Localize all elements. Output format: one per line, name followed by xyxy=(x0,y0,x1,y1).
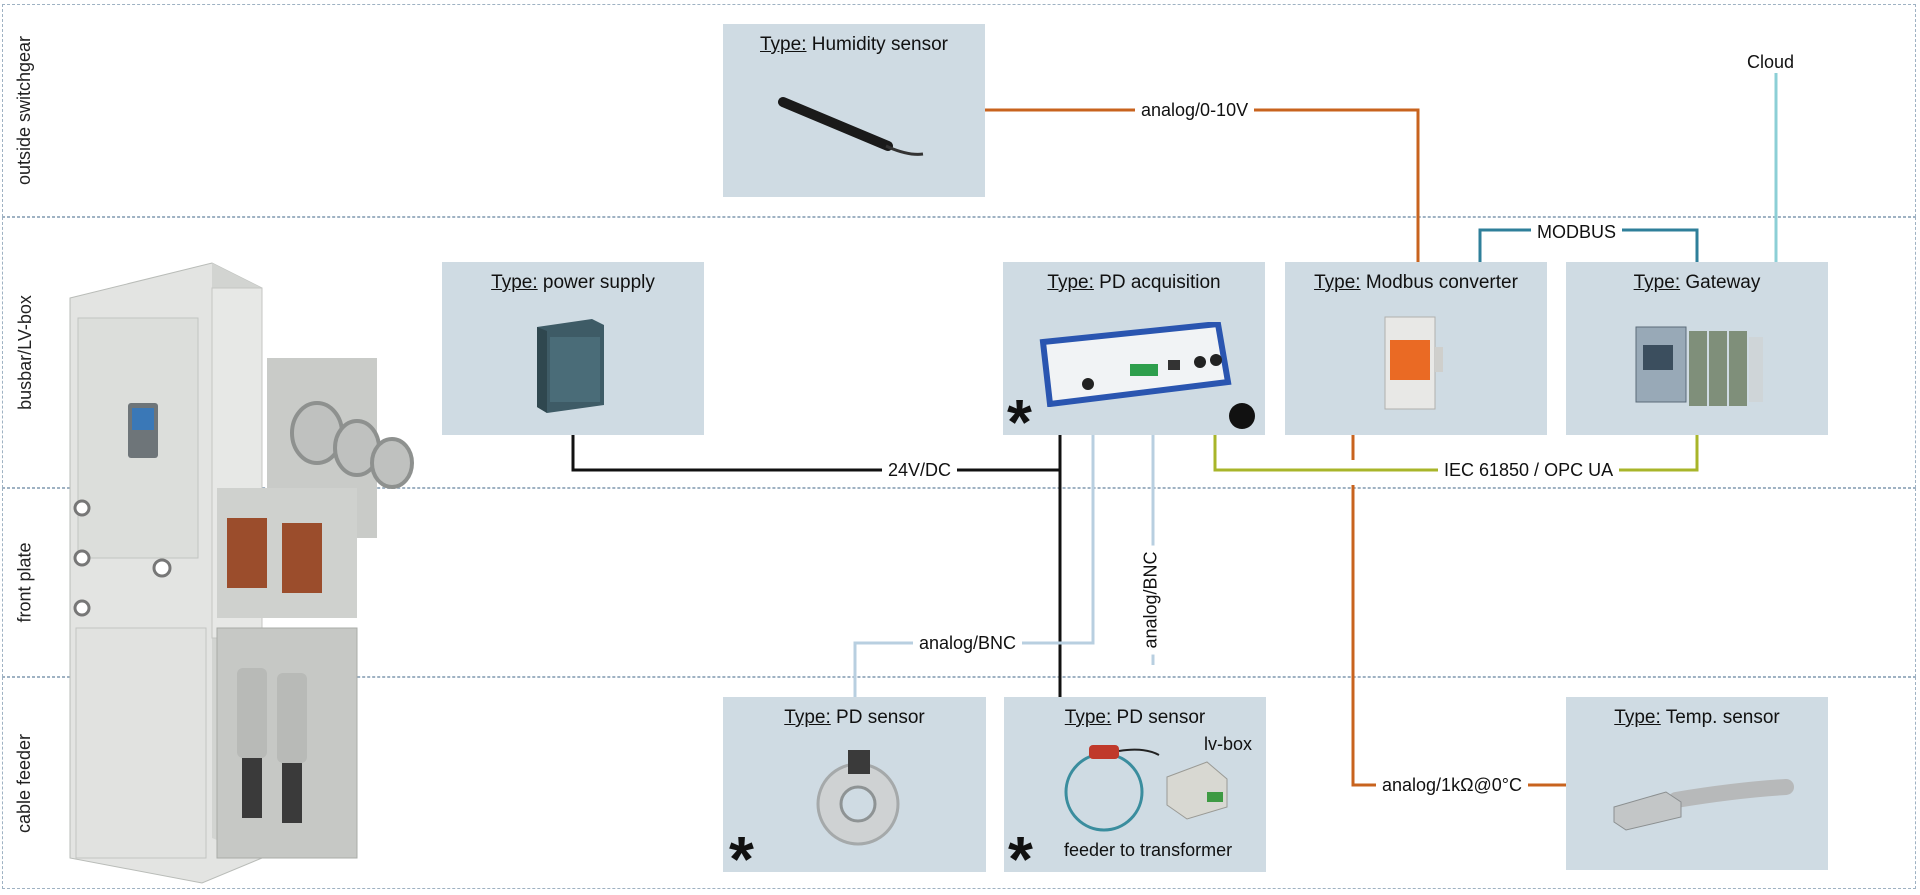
wire-24vdc xyxy=(571,435,1060,472)
label-analog-1k: analog/1kΩ@0°C xyxy=(1376,774,1529,796)
pd-sensor-coil-icon xyxy=(1064,745,1160,832)
star-marker: * xyxy=(1007,386,1032,458)
modbus-converter-icon xyxy=(1384,316,1443,410)
box-modbus-converter: Type: Modbus converter xyxy=(1285,262,1547,435)
star-marker: * xyxy=(1008,823,1033,895)
box-title: Type: power supply xyxy=(491,272,655,293)
humidity-sensor-icon xyxy=(778,97,924,156)
label-analog-bnc-vertical: analog/BNC xyxy=(1139,545,1162,655)
gateway-icon xyxy=(1635,326,1763,406)
box-title: Type: Modbus converter xyxy=(1314,272,1518,293)
pd-sensor-ring-icon xyxy=(816,750,900,846)
box-title: Type: PD sensor xyxy=(784,707,925,728)
wire-analog-0-10v xyxy=(985,108,1420,262)
box-pd-sensor-2: Type: PD sensor lv-box feeder to transfo… xyxy=(1004,697,1266,891)
star-marker: * xyxy=(729,823,754,895)
band-busbar-lv-box xyxy=(2,217,1916,488)
temp-sensor-icon xyxy=(1613,779,1794,831)
switchgear-cabinet-image xyxy=(69,262,414,884)
box-power-supply: Type: power supply xyxy=(442,262,704,435)
lv-box-label: lv-box xyxy=(1204,734,1253,754)
label-analog-0-10v: analog/0-10V xyxy=(1135,99,1255,121)
box-title: Type: PD acquisition xyxy=(1047,272,1221,293)
dot-marker xyxy=(1229,403,1255,429)
label-iec-61850-opc-ua: IEC 61850 / OPC UA xyxy=(1438,459,1620,481)
box-title: Type: Humidity sensor xyxy=(760,34,948,55)
box-title: Type: Temp. sensor xyxy=(1614,707,1780,728)
box-gateway: Type: Gateway xyxy=(1566,262,1828,435)
box-title: Type: PD sensor xyxy=(1064,707,1206,728)
box-title: Type: Gateway xyxy=(1633,272,1761,293)
label-24vdc: 24V/DC xyxy=(882,459,958,481)
band-outside-switchgear xyxy=(2,4,1916,217)
box-temp-sensor: Type: Temp. sensor xyxy=(1566,697,1828,870)
box-pd-acquisition: Type: PD acquisition * xyxy=(1003,262,1265,454)
label-analog-bnc-horizontal: analog/BNC xyxy=(913,632,1023,654)
label-cloud: Cloud xyxy=(1741,51,1801,73)
band-cable-feeder xyxy=(2,677,1916,889)
feeder-to-transformer-label: feeder to transformer xyxy=(1064,840,1233,860)
box-pd-sensor-1: Type: PD sensor * xyxy=(723,697,986,891)
lv-box-icon xyxy=(1166,761,1228,820)
band-front-plate xyxy=(2,488,1916,677)
power-supply-icon xyxy=(537,319,604,413)
box-humidity-sensor: Type: Humidity sensor xyxy=(723,24,985,197)
pd-acquisition-device-icon xyxy=(1039,322,1232,407)
label-modbus: MODBUS xyxy=(1531,221,1623,243)
